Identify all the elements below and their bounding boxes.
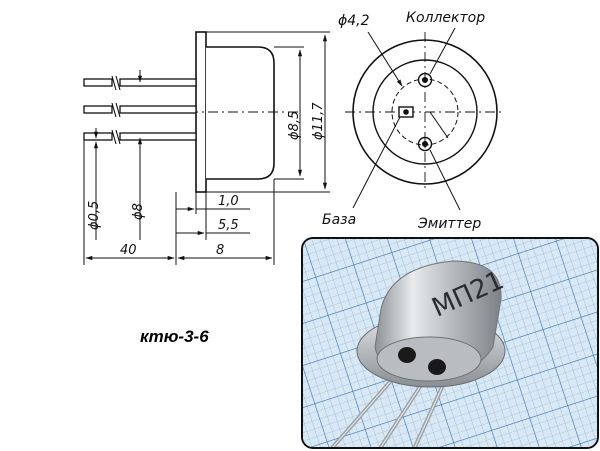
cap-body bbox=[206, 46, 275, 180]
dim-cap-diameter: ϕ8,5 bbox=[287, 111, 302, 140]
leads bbox=[83, 78, 197, 141]
base-pin bbox=[398, 106, 414, 118]
package-code: ктю-3-6 bbox=[140, 327, 209, 346]
dim-lead-length: 40 bbox=[120, 243, 137, 258]
emitter-pin bbox=[417, 136, 433, 152]
label-base: База bbox=[322, 212, 356, 228]
dim-pin-diameter: ϕ0,5 bbox=[87, 201, 102, 230]
bottom-view bbox=[345, 27, 505, 211]
side-view bbox=[83, 31, 300, 193]
dim-cap-height: 5,5 bbox=[218, 218, 239, 233]
photo-illustration: МП21 bbox=[303, 239, 597, 447]
dimension-lines bbox=[83, 31, 330, 265]
dim-overall-length: 8 bbox=[216, 243, 224, 258]
dim-key-diameter: ϕ4,2 bbox=[338, 13, 370, 29]
label-collector: Коллектор bbox=[406, 10, 485, 26]
photo-pin-hole bbox=[398, 347, 416, 363]
collector-pin bbox=[417, 72, 433, 88]
label-emitter: Эмиттер bbox=[417, 216, 481, 232]
photo-pin-hole bbox=[428, 359, 446, 375]
dim-flange-diameter: ϕ11,7 bbox=[311, 102, 326, 140]
transistor-photo: МП21 bbox=[301, 237, 599, 449]
dim-flange-gap: 1,0 bbox=[218, 194, 239, 209]
dim-pin-spacing: ϕ8 bbox=[131, 203, 146, 220]
